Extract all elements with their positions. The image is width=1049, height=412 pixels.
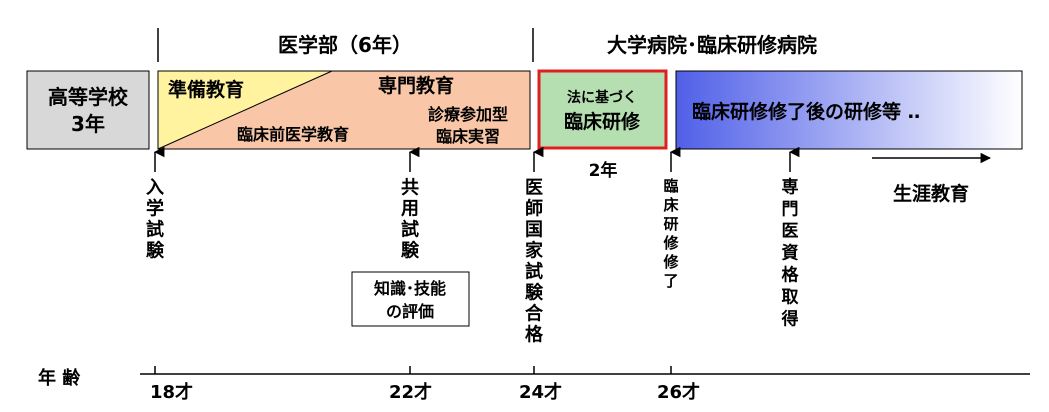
vertical-label-char: 家 bbox=[525, 239, 544, 261]
header-hospital: 大学病院･臨床研修病院 bbox=[607, 33, 817, 57]
vertical-label-char: 臨 bbox=[663, 177, 678, 195]
vertical-label-char: 了 bbox=[663, 272, 678, 290]
vertical-label-char: 格 bbox=[525, 323, 544, 345]
preclinical-education-label: 臨床前医学教育 bbox=[237, 125, 349, 144]
vertical-label-char: 師 bbox=[525, 197, 543, 219]
vertical-label-char: 格 bbox=[782, 264, 800, 285]
vertical-label-char: 試 bbox=[401, 218, 419, 240]
vertical-label-char: 試 bbox=[146, 218, 164, 240]
vertical-label-char: 共 bbox=[401, 177, 419, 198]
prep-education-label: 準備教育 bbox=[168, 78, 244, 101]
clinical-clerkship-label-2: 臨床実習 bbox=[436, 127, 500, 146]
clinical-training-box bbox=[537, 69, 668, 150]
header-medical-school: 医学部（6年） bbox=[278, 33, 412, 57]
vertical-label-char: 専 bbox=[782, 177, 799, 197]
post-training-box bbox=[675, 70, 1023, 150]
vertical-label-char: 得 bbox=[781, 308, 799, 329]
age-axis-label: 年 齢 bbox=[38, 367, 81, 389]
age-tick-label-26: 26才 bbox=[657, 381, 700, 403]
vertical-label-char: 資 bbox=[782, 243, 799, 263]
specialized-education-area bbox=[158, 71, 530, 149]
vertical-label-char: 験 bbox=[401, 239, 420, 261]
vertical-label-char: 門 bbox=[782, 199, 799, 219]
vertical-label-char: 修 bbox=[662, 253, 679, 271]
evaluation-label-2: の評価 bbox=[386, 302, 434, 321]
age-tick-label-24: 24才 bbox=[519, 381, 562, 403]
education-diagonal bbox=[157, 70, 333, 150]
vertical-label-char: 研 bbox=[663, 215, 678, 233]
vertical-label-char: 国 bbox=[525, 219, 543, 240]
vertical-label-char: 取 bbox=[782, 287, 799, 307]
age-tick-label-22: 22才 bbox=[389, 381, 432, 403]
clinical-clerkship-label-1: 診療参加型 bbox=[428, 105, 508, 124]
age-tick-label-18: 18才 bbox=[150, 381, 193, 403]
vertical-label-char: 床 bbox=[663, 196, 679, 214]
specialized-education-label: 専門教育 bbox=[378, 74, 454, 97]
training-complete-label: 臨床研修修了 bbox=[662, 177, 679, 290]
vertical-label-char: 験 bbox=[146, 239, 165, 261]
evaluation-box bbox=[351, 271, 470, 327]
high-school-label: 高等学校 bbox=[48, 85, 129, 109]
vertical-label-char: 用 bbox=[401, 198, 419, 219]
vertical-label-char: 医 bbox=[525, 177, 543, 198]
high-school-box bbox=[26, 70, 150, 150]
post-training-label: 臨床研修修了後の研修等 ‥ bbox=[692, 100, 920, 123]
vertical-label-char: 学 bbox=[146, 197, 164, 219]
clinical-training-law: 法に基づく bbox=[567, 89, 637, 106]
clinical-training-duration: 2年 bbox=[589, 160, 618, 181]
vertical-label-char: 合 bbox=[525, 302, 544, 324]
vertical-label-char: 験 bbox=[525, 281, 544, 303]
vertical-label-char: 修 bbox=[662, 234, 679, 252]
clinical-training-label: 臨床研修 bbox=[564, 110, 641, 133]
vertical-label-char: 入 bbox=[146, 177, 164, 198]
evaluation-label-1: 知識･技能 bbox=[374, 279, 446, 298]
medical-school-box bbox=[157, 70, 531, 150]
vertical-label-char: 医 bbox=[782, 221, 799, 241]
high-school-years: 3年 bbox=[71, 112, 105, 136]
vertical-label-char: 試 bbox=[525, 260, 543, 282]
lifelong-education-label: 生涯教育 bbox=[893, 182, 969, 205]
